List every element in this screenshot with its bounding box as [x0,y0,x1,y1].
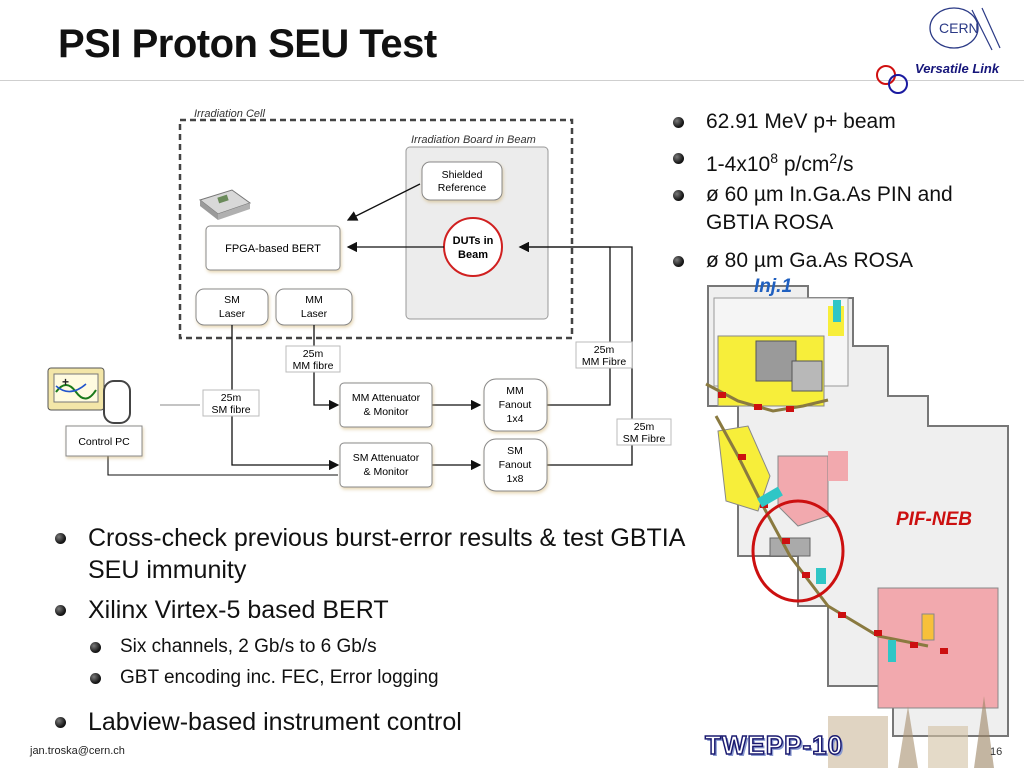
pif-highlight-circle [751,499,845,603]
mm-fibre-25-label-1: 25m [303,348,324,360]
sm-fanout-label-2: Fanout [499,459,532,471]
shielded-reference-label-2: Reference [438,182,487,194]
bullet-text: ø 60 µm In.Ga.As PIN and GBTIA ROSA [706,183,953,234]
control-pc-box [65,425,143,457]
mm-fibre-25-label-2: MM fibre [293,360,334,372]
sm-fibre-right-label-1: 25m [634,421,655,433]
bottom-bullet: Cross-check previous burst-error results… [55,522,688,586]
mm-fibre-right-label-2: MM Fibre [582,356,626,368]
bullet-icon [55,533,66,544]
mm-attenuator-label-1: MM Attenuator [352,392,421,404]
sm-fanout-box [483,438,548,492]
sub-bullet-text: GBT encoding inc. FEC, Error logging [120,667,439,688]
fpga-bert-box [205,225,341,271]
mm-fanout-label-1: MM [506,385,524,397]
bullet-icon [673,153,684,164]
mm-fibre-right-label-1: 25m [594,344,615,356]
duts-circle [443,217,503,277]
mm-fibre-right-tag [575,341,633,369]
bullet-icon [90,673,101,684]
sub-bullet-text: Six channels, 2 Gb/s to 6 Gb/s [120,636,377,657]
shielded-reference-box [421,161,503,201]
right-bullet: ø 80 µm Ga.As ROSA [673,247,913,275]
sm-fanout-label-1: SM [507,445,523,457]
sm-fibre-25-label-1: 25m [221,392,242,404]
mm-fanout-label-3: 1x4 [507,413,524,425]
mm-attenuator-box [339,382,433,428]
monitor-icon [103,380,131,424]
duts-label-2: Beam [458,249,488,261]
bullet-text: 1-4x108 p/cm2/s [706,150,854,176]
inj-label: Inj.1 [754,276,792,297]
cern-logo-text: CERN [939,20,979,36]
labview-icon: + [47,367,105,411]
right-bullet: 62.91 MeV p+ beam [673,108,896,136]
pif-neb-label: PIF-NEB [896,509,972,530]
page-title: PSI Proton SEU Test [58,22,437,66]
sm-laser-label-2: Laser [219,308,246,320]
bullet-icon [90,642,101,653]
sub-bullet: Six channels, 2 Gb/s to 6 Gb/s [90,634,377,660]
irradiation-cell-label: Irradiation Cell [194,108,265,120]
duts-label-1: DUTs in [453,235,494,247]
mm-fanout-box [483,378,548,432]
bullet-icon [673,117,684,128]
fpga-bert-label: FPGA-based BERT [225,243,321,255]
town-background [828,696,994,768]
setup-diagram: Irradiation Cell Irradiation Board in Be… [47,108,672,492]
mm-fanout-label-2: Fanout [499,399,532,411]
mm-laser-label-1: MM [305,294,323,306]
cern-logo: CERN [912,4,1012,69]
bullet-icon [55,717,66,728]
sm-fibre-25-tag [202,389,260,417]
fpga-board-icon [198,189,252,220]
footer-email: jan.troska@cern.ch [30,745,125,757]
title-divider [0,80,1024,81]
sm-fanout-label-3: 1x8 [507,473,524,485]
right-bullet: 1-4x108 p/cm2/s [673,144,854,179]
sm-attenuator-label-1: SM Attenuator [353,452,420,464]
mm-fibre-25-tag [285,345,341,373]
page-number: 16 [990,746,1003,758]
irradiation-board-label: Irradiation Board in Beam [411,134,536,146]
svg-text:+: + [62,375,69,389]
event-logo: TWEPP-10 [704,729,844,761]
shielded-reference-label-1: Shielded [442,169,483,181]
bullet-text: ø 80 µm Ga.As ROSA [706,249,913,272]
sub-bullet: GBT encoding inc. FEC, Error logging [90,665,439,691]
bullet-text: Cross-check previous burst-error results… [88,524,685,584]
control-pc-label: Control PC [78,436,130,448]
bullet-icon [673,190,684,201]
versatile-link-label: Versatile Link [915,61,1000,76]
bottom-bullet: Labview-based instrument control [55,706,462,738]
bullet-text: Labview-based instrument control [88,708,462,736]
sm-fibre-right-tag [616,418,672,446]
bottom-bullet: Xilinx Virtex-5 based BERT [55,594,389,626]
bullet-icon [55,605,66,616]
sm-fibre-25-label-2: SM fibre [211,404,250,416]
facility-map: Inj.1 PIF-NEB [678,276,1024,768]
sm-laser-label-1: SM [224,294,240,306]
mm-laser-label-2: Laser [301,308,328,320]
bullet-text: 62.91 MeV p+ beam [706,110,896,133]
sm-attenuator-box [339,442,433,488]
sm-attenuator-label-2: & Monitor [364,466,409,478]
bullet-icon [673,256,684,267]
right-bullet: ø 60 µm In.Ga.As PIN and GBTIA ROSA [673,181,976,237]
versatile-link-icon [876,64,910,101]
mm-attenuator-label-2: & Monitor [364,406,409,418]
bullet-text: Xilinx Virtex-5 based BERT [88,596,389,624]
irradiation-cell-box [178,118,574,340]
sm-fibre-right-label-2: SM Fibre [623,433,666,445]
